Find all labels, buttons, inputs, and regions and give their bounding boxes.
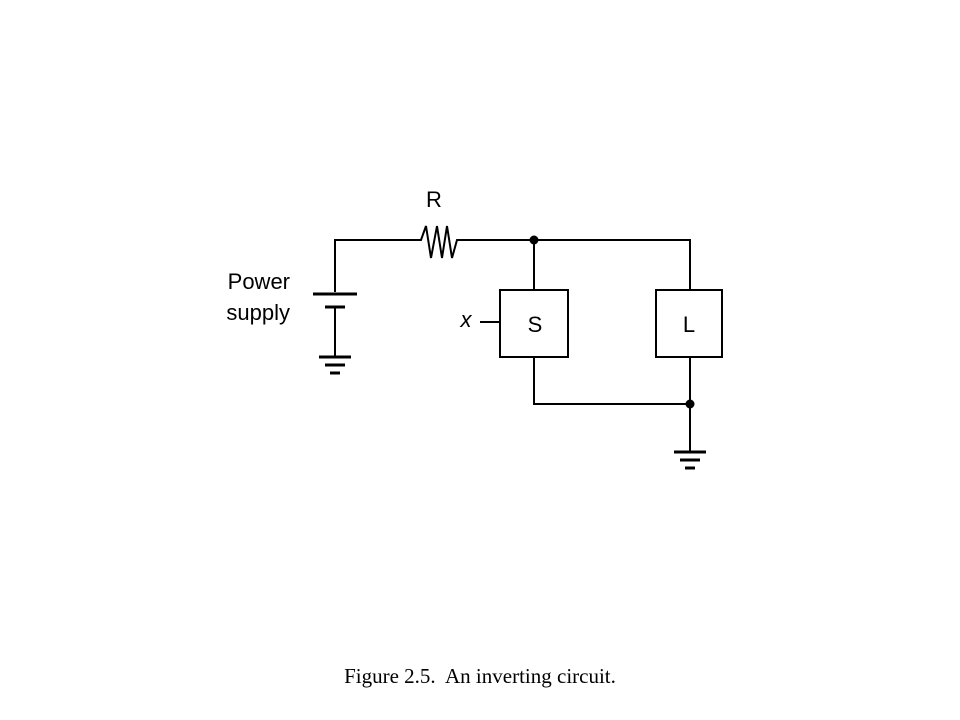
junction-dot-bottom: [685, 399, 695, 409]
wire-top-rail: [468, 239, 691, 290]
resistor-label: R: [426, 187, 442, 212]
ground-symbol-left: [319, 355, 351, 375]
power-supply-label-line2: supply: [226, 300, 290, 325]
ground-symbol-right: [674, 450, 706, 470]
power-supply-label-line1: Power: [228, 269, 290, 294]
resistor-symbol: [415, 225, 468, 259]
load-label: L: [683, 312, 695, 337]
figure-caption: Figure 2.5. An inverting circuit.: [344, 664, 616, 688]
input-x-label: x: [460, 307, 473, 332]
load-box: [655, 289, 723, 358]
wire-supply-top: [334, 239, 415, 292]
wire-bottom-rail: [533, 357, 690, 405]
switch-label: S: [528, 312, 543, 337]
